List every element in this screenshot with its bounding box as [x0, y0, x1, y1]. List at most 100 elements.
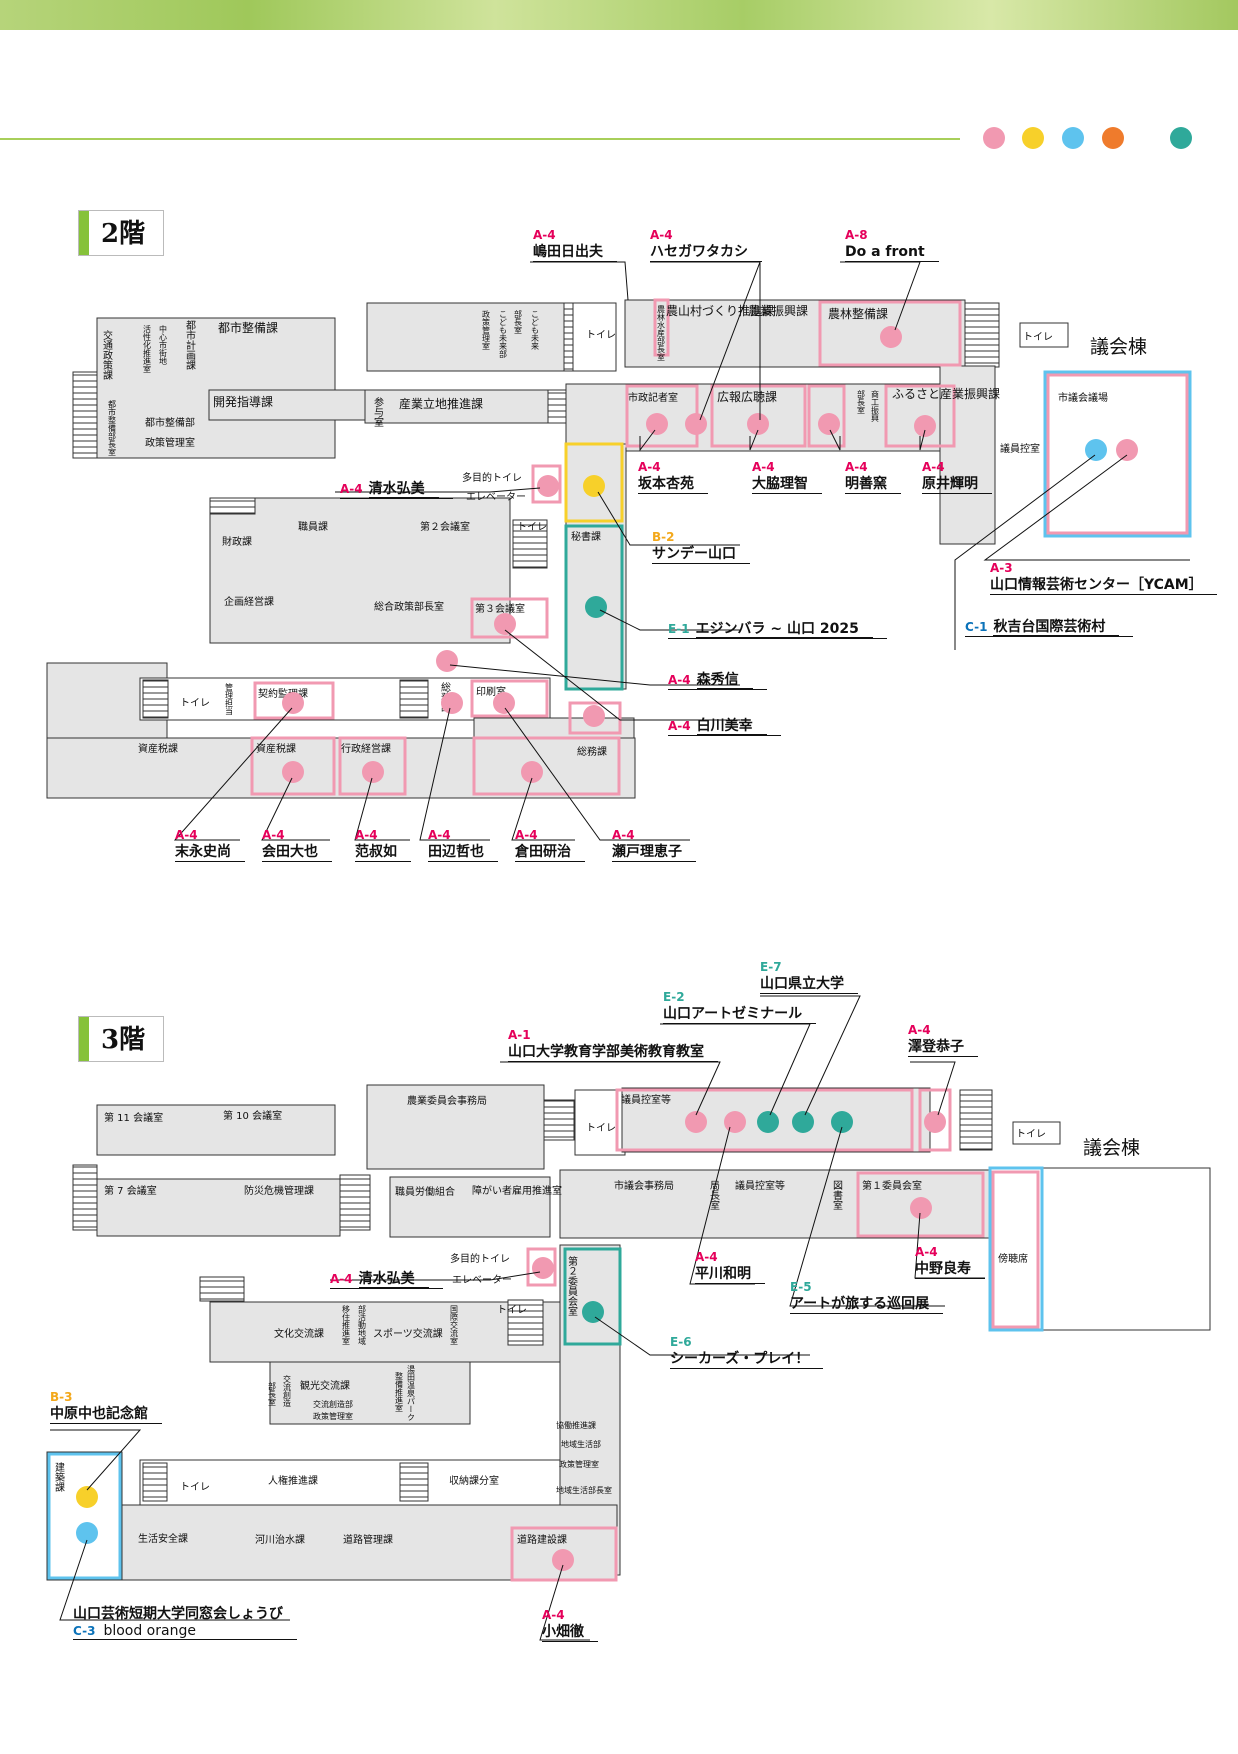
room-label: 商工振興 — [871, 389, 880, 423]
room-label: トイレ — [497, 1305, 527, 1316]
room-label: 農業振興課 — [748, 303, 808, 318]
room — [624, 299, 966, 368]
marker-blue[interactable] — [76, 1522, 98, 1544]
stairs — [72, 371, 98, 459]
room-label: 議会棟 — [1090, 336, 1147, 358]
marker-pink[interactable] — [362, 761, 384, 783]
room-label: 広報広聴課 — [717, 389, 777, 404]
marker-yellow[interactable] — [583, 475, 605, 497]
marker-pink[interactable] — [282, 692, 304, 714]
room-label: 局長室 — [708, 1180, 720, 1210]
marker-pink[interactable] — [1116, 439, 1138, 461]
room — [46, 1451, 123, 1581]
marker-pink[interactable] — [537, 475, 559, 497]
marker-pink[interactable] — [532, 1257, 554, 1279]
room-label: 河川治水課 — [255, 1533, 305, 1546]
marker-pink[interactable] — [914, 415, 936, 437]
stairs — [142, 679, 169, 719]
room-highlight — [807, 384, 846, 448]
marker-pink[interactable] — [880, 326, 902, 348]
room-label: 第 7 会議室 — [104, 1184, 157, 1197]
marker-pink[interactable] — [441, 692, 463, 714]
marker-pink[interactable] — [747, 413, 769, 435]
marker-blue[interactable] — [1085, 439, 1107, 461]
marker-teal[interactable] — [757, 1111, 779, 1133]
marker-pink[interactable] — [436, 650, 458, 672]
room-label: 議員控室等 — [735, 1179, 785, 1192]
room-highlight — [1046, 373, 1189, 535]
room-label: 移住推進室 — [342, 1304, 351, 1345]
marker-pink[interactable] — [685, 1111, 707, 1133]
room-label: 政策管理室 — [313, 1411, 353, 1421]
marker-yellow[interactable] — [76, 1486, 98, 1508]
marker-teal[interactable] — [582, 1301, 604, 1323]
room-label: 地域生活部 — [561, 1439, 601, 1449]
stairs — [199, 1276, 245, 1302]
marker-pink[interactable] — [493, 692, 515, 714]
marker-pink[interactable] — [685, 413, 707, 435]
marker-pink[interactable] — [552, 1549, 574, 1571]
room — [364, 389, 549, 424]
room-label: 協働推進課 — [556, 1420, 596, 1430]
room — [1012, 1121, 1061, 1145]
marker-pink[interactable] — [924, 1111, 946, 1133]
marker-pink[interactable] — [646, 413, 668, 435]
room — [473, 717, 635, 739]
room-label: 産業立地推進課 — [399, 396, 483, 411]
marker-pink[interactable] — [583, 705, 605, 727]
room — [96, 1504, 618, 1581]
room-label: トイレ — [586, 330, 616, 341]
marker-pink[interactable] — [818, 413, 840, 435]
marker-pink[interactable] — [724, 1111, 746, 1133]
room — [96, 1178, 341, 1237]
marker-pink[interactable] — [521, 761, 543, 783]
room-highlight — [710, 384, 807, 448]
room-label: トイレ — [180, 1482, 210, 1493]
room-highlight — [510, 1526, 618, 1582]
marker-pink[interactable] — [282, 761, 304, 783]
room-label: 多目的トイレ — [450, 1252, 510, 1265]
room-label: 防災危機管理課 — [244, 1184, 314, 1197]
marker-teal[interactable] — [792, 1111, 814, 1133]
room — [389, 1176, 551, 1238]
room-label: 都市整備部長室 — [108, 400, 117, 456]
marker-pink[interactable] — [494, 613, 516, 635]
marker-pink[interactable] — [910, 1197, 932, 1219]
floor2-title: 2階 — [78, 210, 164, 256]
top-banner — [0, 0, 1238, 30]
marker-teal[interactable] — [585, 596, 607, 618]
marker-teal[interactable] — [831, 1111, 853, 1133]
